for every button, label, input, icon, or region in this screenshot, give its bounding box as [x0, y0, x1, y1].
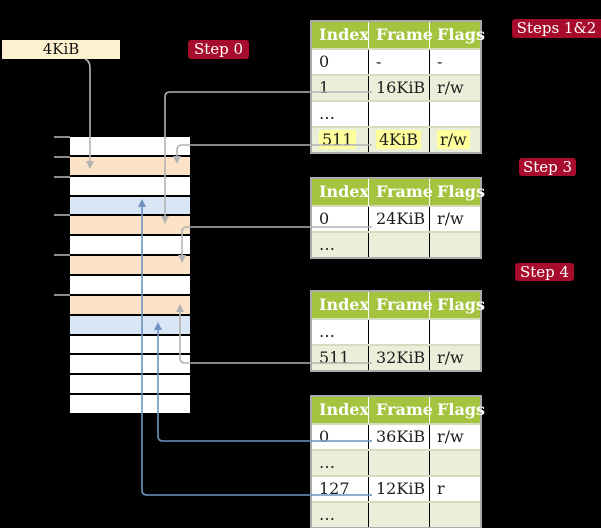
highlighted-value: 4KiB	[376, 130, 422, 149]
memory-tick	[54, 156, 70, 158]
table-row: 0--	[312, 48, 480, 74]
table-cell: …	[312, 503, 369, 527]
table-cell	[369, 503, 430, 527]
memory-frame-row-blue	[70, 196, 190, 215]
column-header: Index	[312, 22, 369, 48]
column-header: Frame	[369, 179, 433, 205]
table-row: …	[312, 318, 480, 344]
table-cell: …	[312, 451, 369, 475]
table-cell	[369, 102, 430, 126]
table-row: …	[312, 501, 480, 527]
table-cell	[369, 320, 430, 344]
memory-frame-row-white	[70, 276, 190, 294]
column-header: Frame	[369, 397, 433, 423]
memory-frame-row-white	[70, 355, 190, 374]
column-header: Frame	[369, 292, 433, 318]
table-cell	[430, 503, 480, 527]
table-cell: …	[312, 102, 369, 126]
table-cell: 511	[312, 128, 369, 152]
memory-tick	[54, 214, 70, 216]
column-header: Index	[312, 397, 369, 423]
table-cell: r	[437, 479, 445, 498]
table-cell: 0	[312, 425, 369, 449]
table-cell: 36KiB	[369, 425, 430, 449]
column-header: Flags	[437, 182, 485, 201]
badge-step-4: Step 4	[515, 263, 574, 281]
table-cell: 127	[312, 477, 369, 501]
memory-frame-row-peach	[70, 256, 190, 275]
table-cell	[430, 102, 480, 126]
table-cell: 0	[312, 50, 369, 74]
table-cell: …	[312, 233, 369, 257]
table-row: …	[312, 449, 480, 475]
memory-tick	[54, 294, 70, 296]
table-cell: 511	[312, 346, 369, 370]
table-cell: r/w	[430, 128, 480, 152]
table-cell: r/w	[437, 209, 464, 228]
column-header: Flags	[437, 25, 485, 44]
highlighted-value: 511	[319, 130, 356, 149]
memory-frame-row-white	[70, 236, 190, 255]
table-row: 511 4KiB r/w	[312, 126, 480, 152]
table-cell: 24KiB	[369, 207, 430, 231]
table-row: …	[312, 231, 480, 257]
memory-frame-row-white	[70, 137, 190, 155]
frame-size-label: 4KiB	[2, 40, 120, 59]
table-cell	[430, 451, 480, 475]
table-cell: -	[369, 50, 430, 74]
table-cell: 4KiB	[369, 128, 430, 152]
table-cell: 16KiB	[369, 76, 430, 100]
table-cell	[369, 451, 430, 475]
table-cell	[369, 233, 430, 257]
column-header: Flags	[437, 295, 485, 314]
table-cell: 32KiB	[369, 346, 430, 370]
memory-frame-row-white	[70, 176, 190, 195]
memory-frame-row-peach	[70, 156, 190, 175]
memory-tick	[54, 176, 70, 178]
table-cell	[430, 233, 480, 257]
table-row: …	[312, 100, 480, 126]
highlighted-value: r/w	[437, 130, 470, 149]
table-cell: r/w	[437, 348, 464, 367]
column-header: Flags	[437, 400, 485, 419]
badge-step-0: Step 0	[188, 40, 249, 59]
table-cell: …	[312, 320, 369, 344]
column-header: Index	[312, 179, 369, 205]
memory-frame-row-white	[70, 375, 190, 394]
table-cell: r/w	[437, 78, 464, 97]
memory-frame-row-blue	[70, 315, 190, 334]
table-cell	[430, 320, 480, 344]
table-cell: -	[437, 52, 443, 71]
memory-frame-row-peach	[70, 216, 190, 235]
column-header: Frame	[369, 22, 433, 48]
badge-step-3: Step 3	[519, 158, 576, 176]
memory-tick	[54, 254, 70, 256]
table-cell: 0	[312, 207, 369, 231]
memory-tick	[54, 136, 70, 138]
memory-frame-row-white	[70, 395, 190, 414]
table-cell: 12KiB	[369, 477, 430, 501]
column-header: Index	[312, 292, 369, 318]
table-cell: 1	[312, 76, 369, 100]
memory-frame-row-white	[70, 335, 190, 354]
table-cell: r/w	[437, 427, 464, 446]
physical-memory-column	[70, 137, 190, 414]
badge-steps-1-2: Steps 1&2	[512, 19, 601, 38]
memory-frame-row-peach	[70, 295, 190, 314]
